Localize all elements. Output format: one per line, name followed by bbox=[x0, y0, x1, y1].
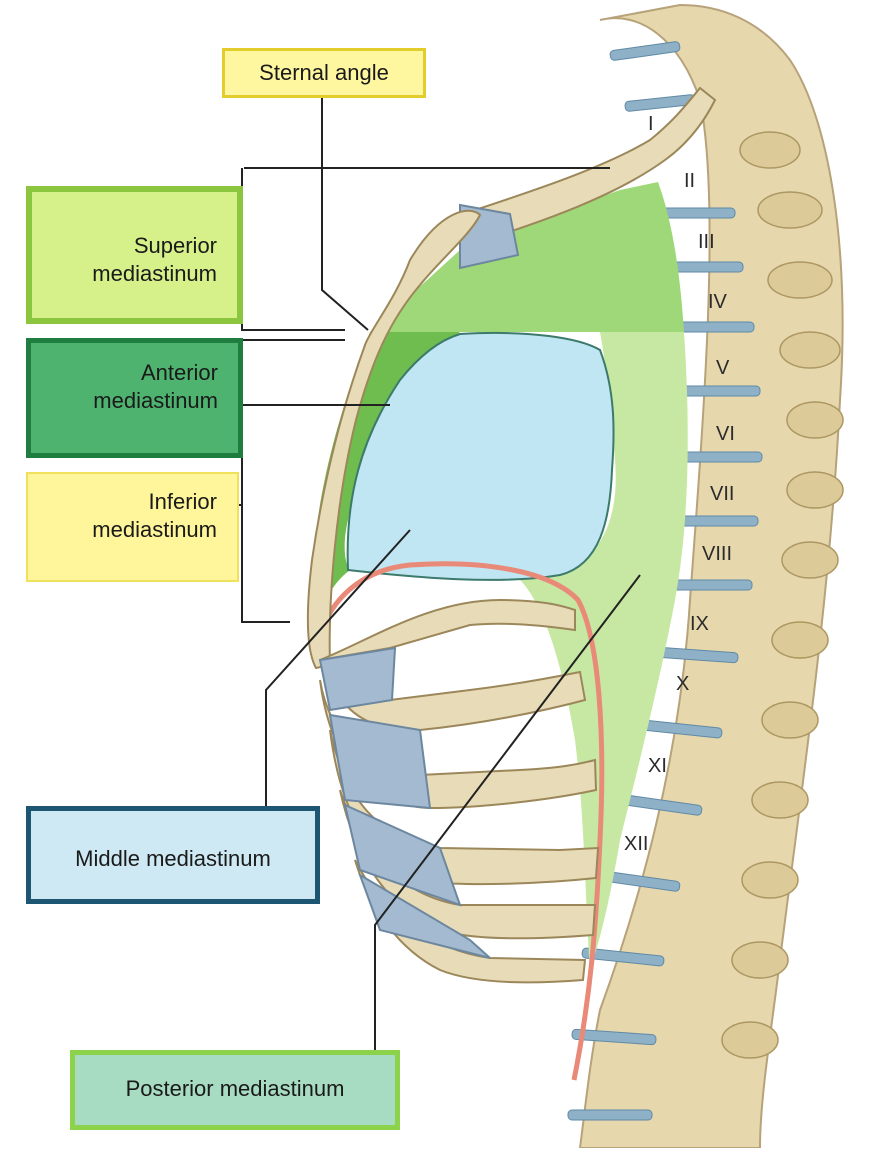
sternal-angle-label: Sternal angle bbox=[222, 48, 426, 98]
anterior-mediastinum-label: Anterior mediastinum bbox=[26, 338, 243, 458]
inferior-label-line1: Inferior bbox=[28, 488, 217, 516]
superior-mediastinum-label: Superior mediastinum bbox=[26, 186, 243, 324]
posterior-label-text: Posterior mediastinum bbox=[75, 1075, 395, 1103]
middle-mediastinum-label: Middle mediastinum bbox=[26, 806, 320, 904]
superior-label-line1: Superior bbox=[32, 232, 217, 260]
sternal-angle-text: Sternal angle bbox=[225, 59, 423, 87]
vertebra-label: XII bbox=[624, 833, 648, 855]
vertebra-label: I bbox=[648, 113, 654, 135]
posterior-mediastinum-label: Posterior mediastinum bbox=[70, 1050, 400, 1130]
vertebra-label: VII bbox=[710, 483, 734, 505]
vertebra-label: VI bbox=[716, 423, 735, 445]
superior-label-line2: mediastinum bbox=[32, 260, 217, 288]
vertebra-label: IX bbox=[690, 613, 709, 635]
vertebra-label: V bbox=[716, 357, 730, 379]
anterior-label-line2: mediastinum bbox=[31, 387, 218, 415]
vertebra-label: XI bbox=[648, 755, 667, 777]
vertebra-label: VIII bbox=[702, 543, 732, 565]
vertebra-label: IV bbox=[708, 291, 728, 313]
vertebra-label: II bbox=[684, 170, 695, 192]
vertebra-label: X bbox=[676, 673, 689, 695]
inferior-mediastinum-label: Inferior mediastinum bbox=[26, 472, 239, 582]
inferior-label-line2: mediastinum bbox=[28, 516, 217, 544]
lower-ribs bbox=[320, 600, 598, 982]
vertebra-label: III bbox=[698, 231, 715, 253]
middle-label-text: Middle mediastinum bbox=[31, 845, 315, 873]
anterior-label-line1: Anterior bbox=[31, 359, 218, 387]
